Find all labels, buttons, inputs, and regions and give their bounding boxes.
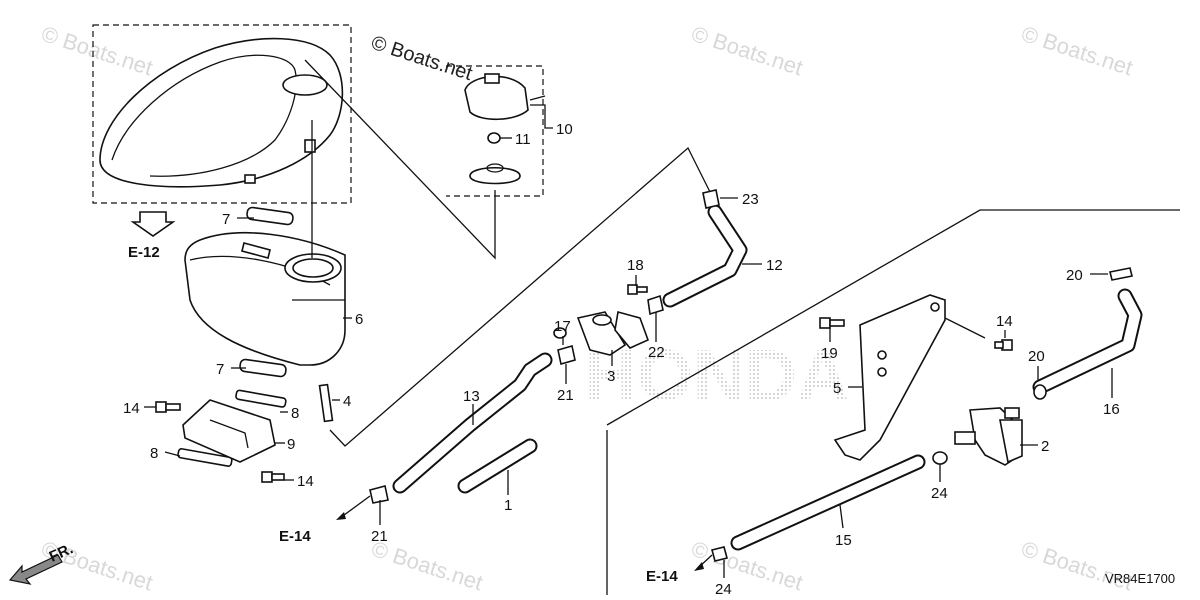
cap-gasket: [469, 167, 521, 185]
callout-15[interactable]: 15: [835, 532, 852, 549]
tank-bracket: [182, 399, 276, 463]
callout-14[interactable]: 14: [996, 313, 1013, 330]
callout-20[interactable]: 20: [1066, 267, 1083, 284]
callout-18[interactable]: 18: [627, 257, 644, 274]
callout-2[interactable]: 2: [1041, 438, 1049, 455]
ref-e12[interactable]: E-12: [128, 244, 160, 261]
callout-3[interactable]: 3: [607, 368, 615, 385]
rubber-strip: [246, 206, 294, 226]
washer: [553, 327, 567, 339]
ref-e14[interactable]: E-14: [646, 568, 678, 585]
fuel-cap: [464, 73, 546, 121]
callout-24[interactable]: 24: [931, 485, 948, 502]
watermark-top: © Boats.net: [368, 32, 475, 85]
hose-clip: [557, 344, 576, 366]
callout-11[interactable]: 11: [515, 131, 531, 148]
hose-clip: [932, 451, 948, 465]
callout-21[interactable]: 21: [371, 528, 388, 545]
callout-8[interactable]: 8: [150, 445, 158, 462]
fuel-valve: [954, 407, 1023, 466]
callout-14[interactable]: 14: [297, 473, 314, 490]
bolt: [155, 401, 181, 413]
top-cover: [99, 37, 344, 188]
mount-pin: [318, 383, 334, 423]
bolt: [994, 339, 1013, 351]
bolt: [627, 284, 648, 295]
callout-20[interactable]: 20: [1028, 348, 1045, 365]
rubber-strip: [235, 389, 287, 408]
rubber-strip: [177, 448, 233, 467]
watermark-tile: © Boats.net: [1018, 21, 1135, 80]
bolt: [261, 471, 285, 483]
hose-clip: [711, 546, 728, 562]
front-direction-arrow-icon: [8, 554, 63, 585]
callout-21[interactable]: 21: [557, 387, 574, 404]
callout-6[interactable]: 6: [355, 311, 363, 328]
callout-7[interactable]: 7: [222, 211, 230, 228]
watermark-tile: © Boats.net: [688, 21, 805, 80]
callout-17[interactable]: 17: [554, 318, 571, 335]
cover-group-box: [92, 24, 352, 204]
callout-10[interactable]: 10: [556, 121, 573, 138]
hose-clip: [702, 189, 720, 209]
fuel-tank: [184, 232, 346, 366]
e12-arrow-icon: [130, 211, 176, 237]
watermark-tile: © Boats.net: [38, 21, 155, 80]
ref-e14[interactable]: E-14: [279, 528, 311, 545]
callout-1[interactable]: 1: [504, 497, 512, 514]
callout-16[interactable]: 16: [1103, 401, 1120, 418]
hose-clip: [1033, 384, 1047, 400]
callouts: 7 7 6 4 8 8 9 14 14 11 10 13 1 21 17 21 …: [123, 121, 1120, 598]
callout-24[interactable]: 24: [715, 581, 732, 598]
hose-clip: [647, 294, 664, 316]
valve-bracket: [833, 294, 946, 461]
brand-watermark: HONDA: [585, 336, 849, 416]
callout-4[interactable]: 4: [343, 393, 351, 410]
rubber-strip: [239, 358, 287, 378]
callout-7[interactable]: 7: [216, 361, 224, 378]
callout-22[interactable]: 22: [648, 344, 665, 361]
watermark-tile: © Boats.net: [1018, 536, 1135, 595]
callout-8[interactable]: 8: [291, 405, 299, 422]
callout-9[interactable]: 9: [287, 436, 295, 453]
diagram-code: VR84E1700: [1105, 571, 1175, 586]
callout-23[interactable]: 23: [742, 191, 759, 208]
cap-seal-ring: [487, 132, 501, 144]
bolt: [819, 317, 845, 329]
callout-5[interactable]: 5: [833, 380, 841, 397]
callout-14[interactable]: 14: [123, 400, 140, 417]
fuel-joint: [576, 310, 650, 356]
callout-13[interactable]: 13: [463, 388, 480, 405]
hose-clip: [1109, 267, 1133, 281]
callout-12[interactable]: 12: [766, 257, 783, 274]
callout-19[interactable]: 19: [821, 345, 838, 362]
hose-clip: [369, 485, 389, 504]
